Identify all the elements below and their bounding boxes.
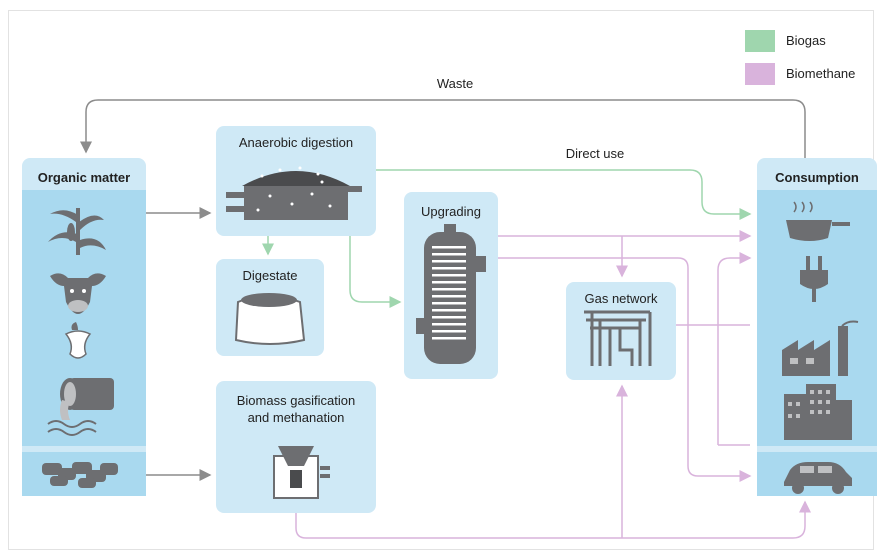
car-icon — [784, 462, 852, 494]
cooking-pot-icon — [786, 201, 850, 241]
digestate-title: Digestate — [242, 268, 298, 283]
digester-tank-icon — [226, 166, 362, 220]
legend-biomethane-label: Biomethane — [786, 66, 856, 81]
building-icon — [784, 384, 852, 440]
gas-network-pipes-icon — [584, 310, 652, 366]
biomass-gasification-title-line2: and methanation — [247, 410, 345, 425]
digestion-to-upgrading-line — [349, 236, 402, 308]
cow-icon — [50, 273, 106, 314]
waste-flow-line — [80, 99, 806, 158]
organic-matter-title: Organic matter — [37, 170, 131, 185]
corn-icon — [48, 208, 106, 255]
factory-icon — [782, 320, 859, 376]
consumption-title: Consumption — [775, 170, 859, 185]
upgrading-to-transport-line — [498, 257, 752, 482]
biomass-gasification-title-line1: Biomass gasification — [236, 393, 356, 408]
legend-biogas-swatch — [745, 30, 775, 52]
direct-use-line — [376, 169, 752, 220]
waste-label: Waste — [436, 76, 474, 91]
gas-network-title: Gas network — [584, 291, 658, 306]
upgrading-title: Upgrading — [421, 204, 481, 219]
electric-plug-icon — [800, 256, 828, 302]
upgrading-column-icon — [416, 224, 486, 364]
sewage-pipe-icon — [47, 378, 114, 436]
legend-biogas-label: Biogas — [786, 33, 826, 48]
digestate-sack-icon — [234, 293, 306, 345]
gasification-to-transport-line — [295, 500, 811, 539]
gasifier-icon — [273, 446, 330, 499]
anaerobic-digestion-title: Anaerobic digestion — [238, 135, 354, 150]
apple-core-icon — [64, 322, 92, 359]
legend-biomethane-swatch — [745, 63, 775, 85]
wood-pellets-icon — [42, 462, 118, 488]
direct-use-label: Direct use — [565, 146, 625, 161]
gas-network-to-consumption-line — [717, 252, 752, 445]
